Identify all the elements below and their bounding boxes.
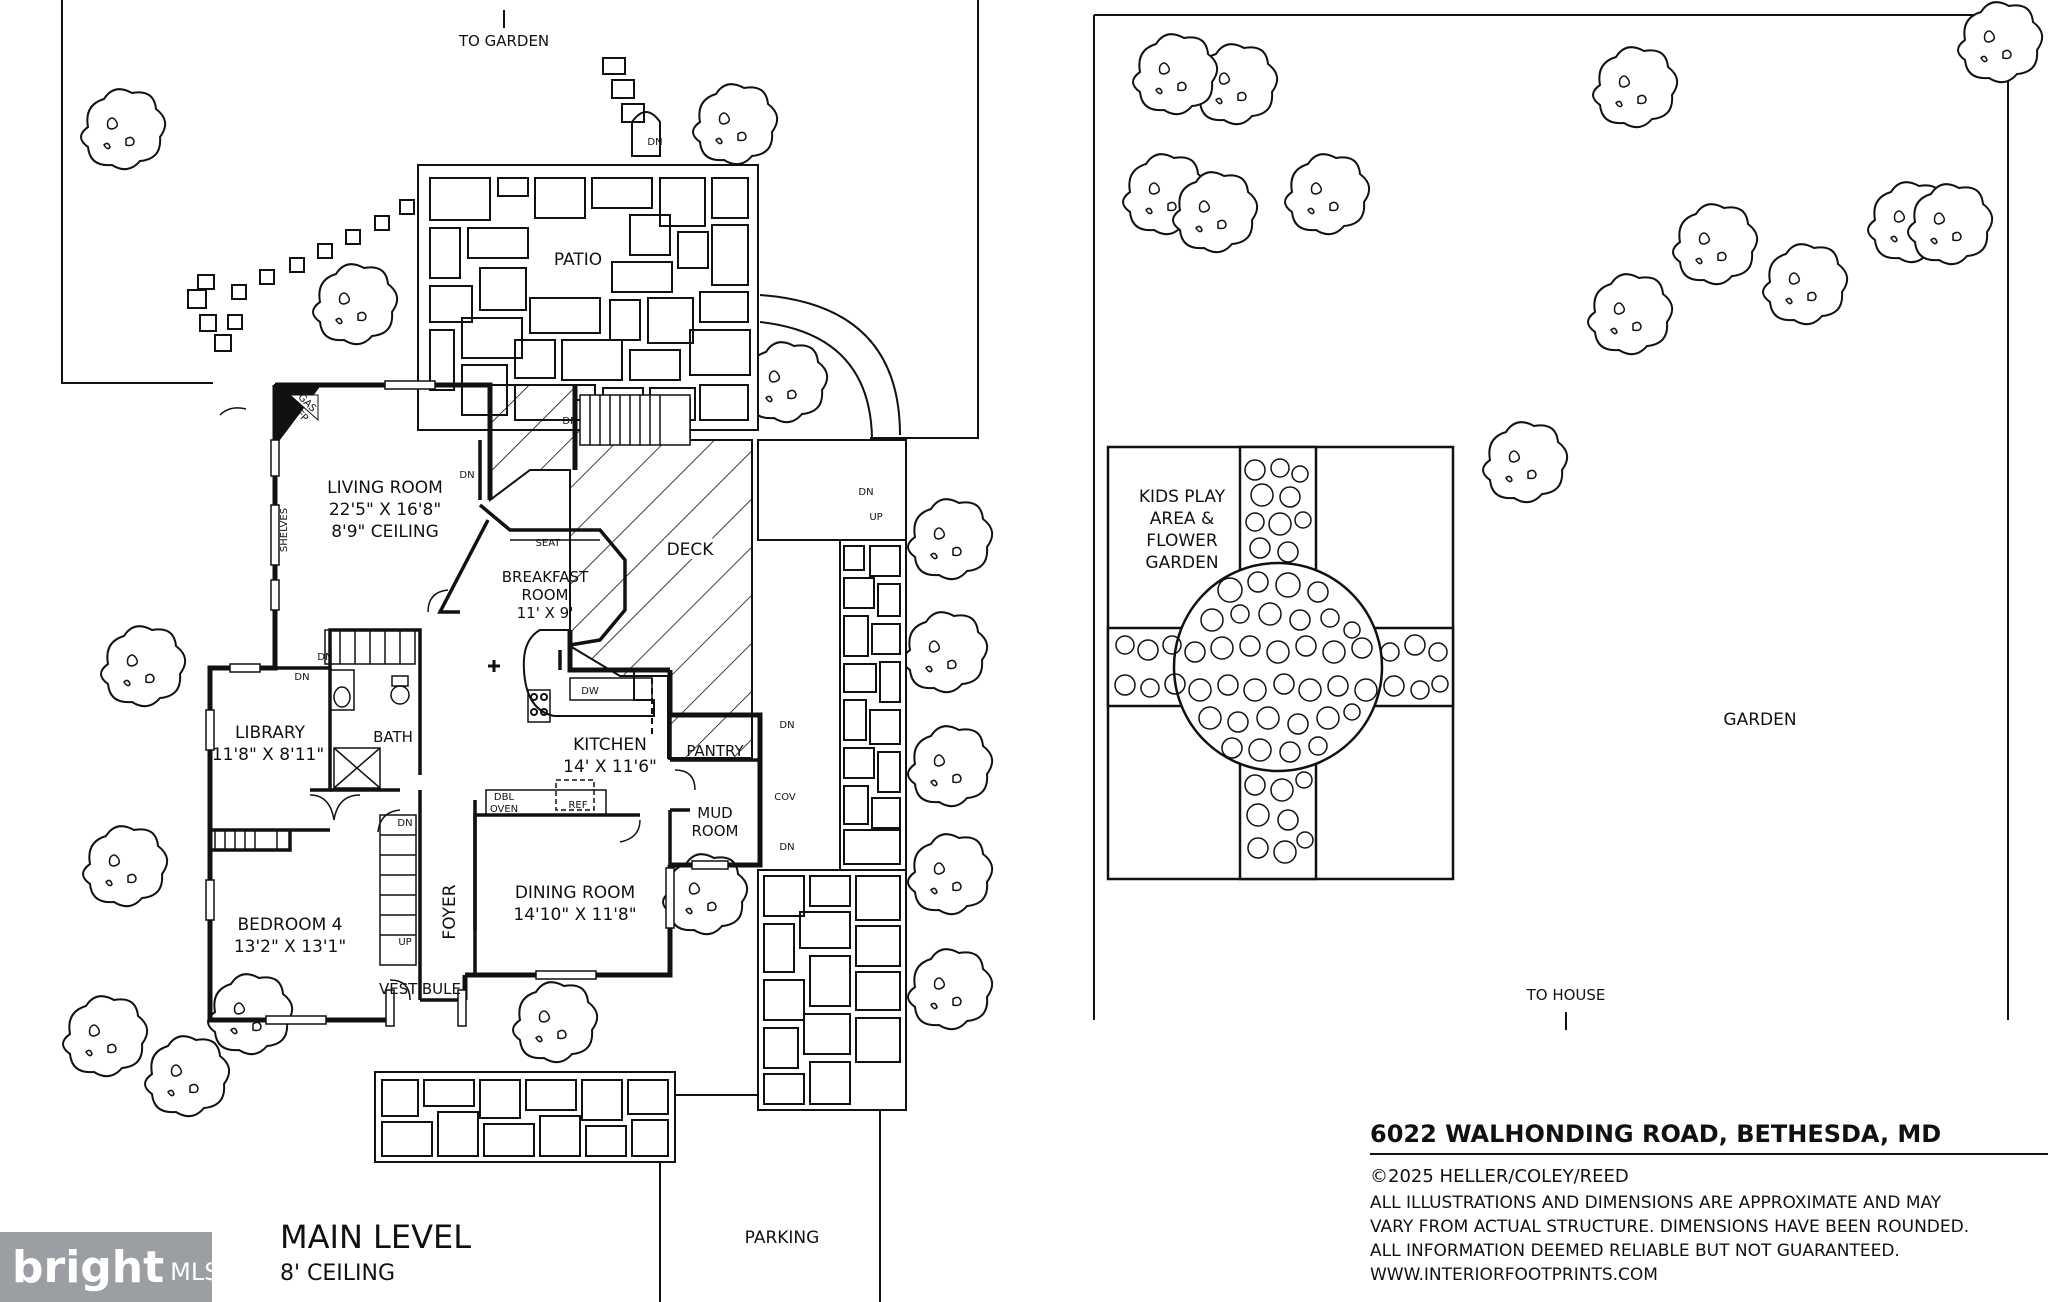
library-name: LIBRARY: [235, 723, 306, 743]
mud-room-name-1: MUD: [697, 804, 732, 822]
mud-room-name-2: ROOM: [692, 822, 739, 840]
brand-name: bright: [12, 1241, 165, 1293]
kitchen-dims: 14' X 11'6": [563, 757, 657, 777]
dining-room-name: DINING ROOM: [515, 883, 635, 903]
breakfast-room-name-1: BREAKFAST: [502, 568, 589, 586]
kids-play-label: KIDS PLAY AREA & FLOWER GARDEN: [1139, 487, 1226, 573]
parking-label: PARKING: [745, 1228, 820, 1248]
dn-label-mud-1: DN: [779, 720, 794, 731]
side-walk-stones: [757, 439, 907, 1111]
patio-label: PATIO: [554, 250, 602, 270]
dn-label-stair: DN: [317, 652, 332, 663]
svg-text:FLOWER: FLOWER: [1146, 531, 1218, 551]
disclaimer-line-3: ALL INFORMATION DEEMED RELIABLE BUT NOT …: [1370, 1241, 1900, 1261]
deck-label: DECK: [667, 540, 715, 560]
living-room-dims: 22'5" X 16'8": [329, 500, 441, 520]
room-labels: LIVING ROOM 22'5" X 16'8" 8'9" CEILING B…: [212, 478, 745, 998]
oven-label: OVEN: [490, 804, 518, 815]
windows: [205, 380, 729, 1027]
property-lines: [61, 0, 2009, 1302]
pantry-name: PANTRY: [686, 742, 744, 760]
dw-label: DW: [581, 686, 599, 697]
up-label-foyer: UP: [398, 937, 411, 948]
disclaimer-line-1: ALL ILLUSTRATIONS AND DIMENSIONS ARE APP…: [1370, 1193, 1942, 1213]
garden-label: GARDEN: [1723, 710, 1796, 730]
living-room-name: LIVING ROOM: [327, 478, 443, 498]
cov-label: COV: [774, 792, 796, 803]
curved-walkway: [759, 294, 901, 439]
main-level-ceiling: 8' CEILING: [280, 1261, 395, 1286]
trees: [62, 1, 2044, 1118]
center-mark: [488, 660, 500, 672]
dn-label-deck: DN: [562, 416, 577, 427]
dining-room-dims: 14'10" X 11'8": [513, 905, 636, 925]
svg-text:AREA &: AREA &: [1150, 509, 1214, 529]
kitchen-counters: [485, 629, 655, 816]
dbl-label: DBL: [494, 792, 515, 803]
dn-label-garden: DN: [647, 137, 662, 148]
small-labels: DN DN DN DN DN DN UP DN DN DN UP SEAT SH…: [279, 137, 883, 948]
deck-stair: [579, 394, 691, 446]
kitchen-name: KITCHEN: [573, 735, 647, 755]
seat-label: SEAT: [536, 538, 562, 549]
dn-label-breakfast: DN: [459, 470, 474, 481]
to-house-label: TO HOUSE: [1526, 986, 1606, 1004]
patio-stones: [417, 164, 759, 431]
dn-label-foyer: DN: [397, 818, 412, 829]
library-dims: 11'8" X 8'11": [212, 745, 324, 765]
pebbles: [1114, 458, 1449, 864]
breakfast-room-dims: 11' X 9': [517, 604, 574, 622]
dn-label-mud-2: DN: [779, 842, 794, 853]
website: WWW.INTERIORFOOTPRINTS.COM: [1370, 1265, 1658, 1285]
dn-label-side: DN: [858, 487, 873, 498]
info-block: 6022 WALHONDING ROAD, BETHESDA, MD ©2025…: [1370, 1120, 2048, 1285]
bright-mls-logo: bright MLS: [0, 1232, 219, 1302]
stepping-stones: [187, 57, 661, 352]
copyright: ©2025 HELLER/COLEY/REED: [1370, 1166, 1629, 1187]
disclaimer-line-2: VARY FROM ACTUAL STRUCTURE. DIMENSIONS H…: [1370, 1217, 1969, 1237]
front-walk-stones: [374, 1071, 676, 1163]
breakfast-bay: [478, 503, 627, 647]
brand-suffix: MLS: [170, 1258, 220, 1286]
main-level-title: MAIN LEVEL: [280, 1218, 471, 1256]
breakfast-room-name-2: ROOM: [522, 586, 569, 604]
living-room-ceiling: 8'9" CEILING: [331, 522, 439, 542]
interior-stairs: [214, 629, 417, 966]
ref-label: REF: [568, 800, 587, 811]
bedroom-4-name: BEDROOM 4: [238, 915, 343, 935]
dn-label-library: DN: [294, 672, 309, 683]
bath-name: BATH: [373, 728, 413, 746]
svg-text:KIDS PLAY: KIDS PLAY: [1139, 487, 1226, 507]
svg-text:GARDEN: GARDEN: [1145, 553, 1218, 573]
bedroom-4-dims: 13'2" X 13'1": [234, 937, 346, 957]
address: 6022 WALHONDING ROAD, BETHESDA, MD: [1370, 1120, 1941, 1148]
up-label-side: UP: [869, 512, 882, 523]
vestibule-name: VESTIBULE: [379, 980, 461, 998]
door-swings: [219, 407, 696, 1001]
shelves-label: SHELVES: [279, 508, 290, 552]
to-garden-label: TO GARDEN: [458, 32, 549, 50]
foyer-name: FOYER: [440, 884, 460, 939]
